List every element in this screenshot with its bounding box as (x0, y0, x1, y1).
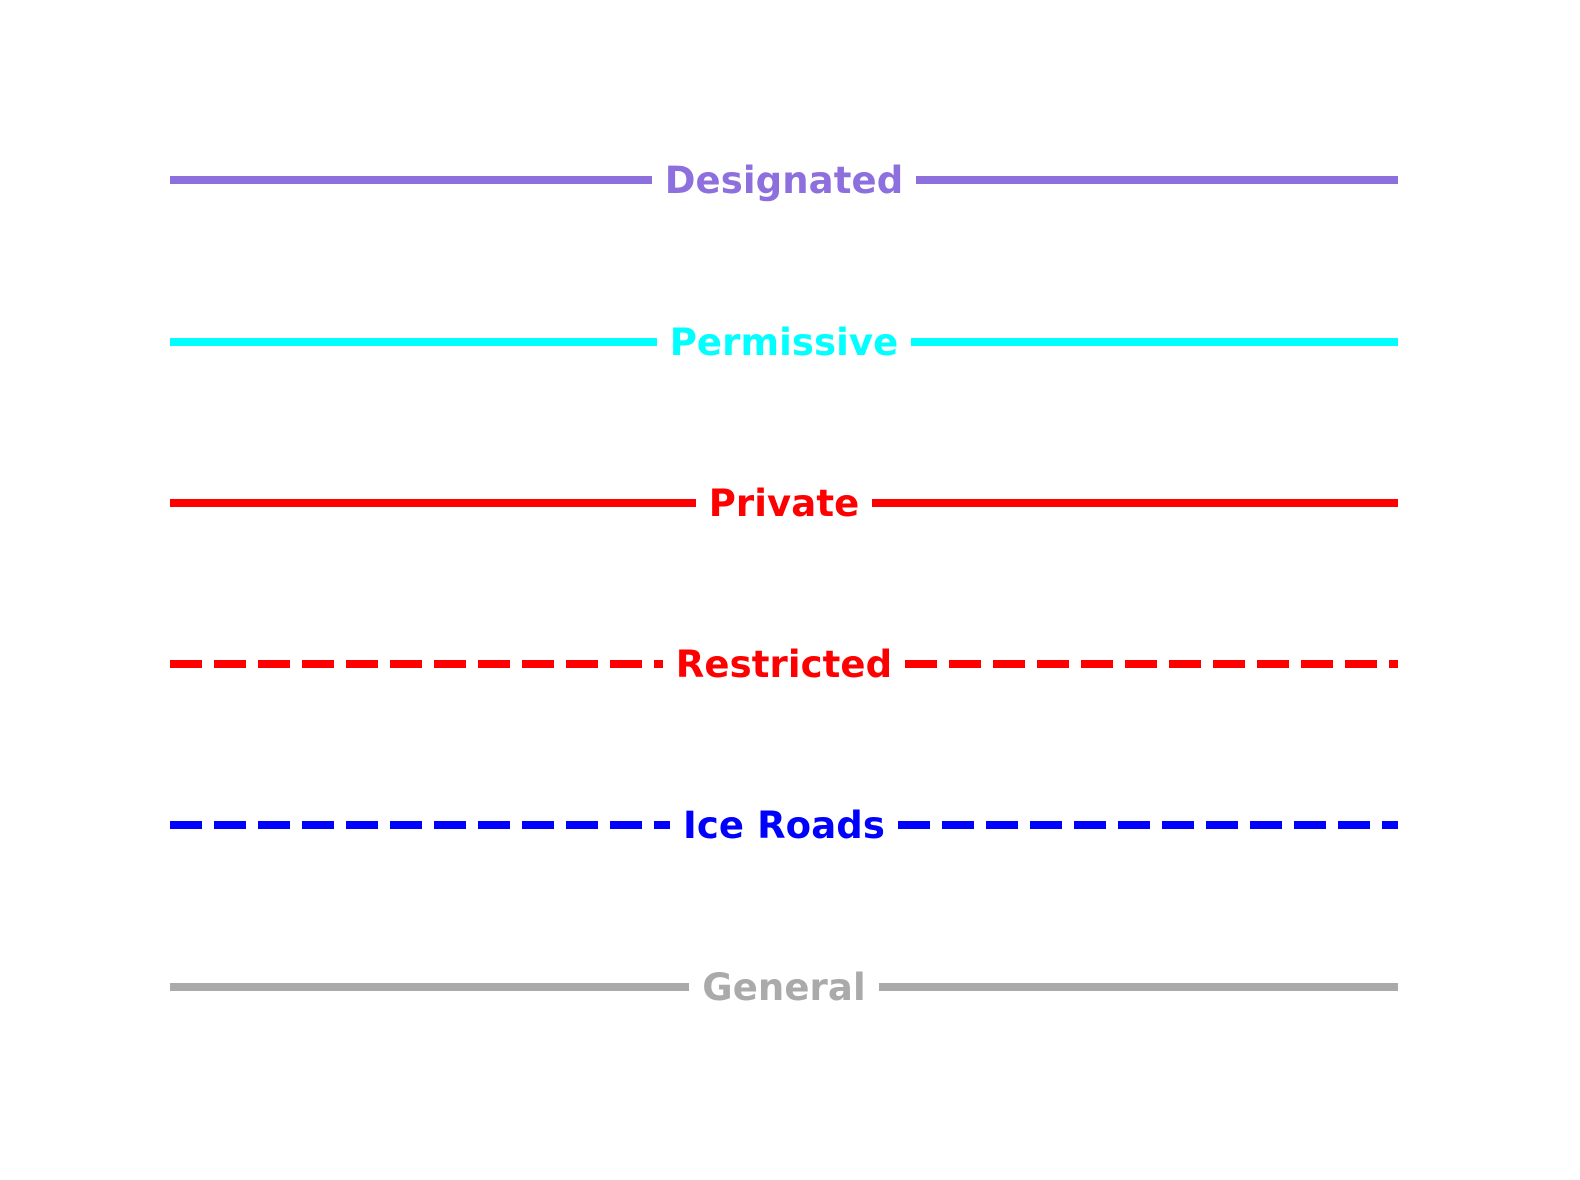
legend-label-designated: Designated (664, 158, 904, 202)
legend-line-left-permissive (170, 338, 657, 346)
legend-label-private: Private (708, 481, 860, 525)
legend-line-left-private (170, 499, 696, 507)
legend-line-left-general (170, 983, 690, 991)
legend-entry-private[interactable]: Private (170, 473, 1398, 533)
legend-label-general: General (702, 965, 866, 1009)
legend-entry-restricted[interactable]: Restricted (170, 634, 1398, 694)
legend-line-left-designated (170, 176, 652, 184)
legend-label-permissive: Permissive (669, 320, 899, 364)
legend-entry-designated[interactable]: Designated (170, 150, 1399, 210)
legend-line-right-designated (916, 176, 1399, 184)
legend-line-left-restricted (170, 660, 663, 668)
legend-line-right-ice-roads (897, 821, 1398, 829)
legend-label-ice-roads: Ice Roads (683, 803, 885, 847)
legend-line-right-general (878, 983, 1398, 991)
legend-line-right-permissive (911, 338, 1399, 346)
legend-label-restricted: Restricted (675, 642, 893, 686)
legend-entry-permissive[interactable]: Permissive (170, 312, 1399, 372)
legend-entry-ice-roads[interactable]: Ice Roads (170, 795, 1398, 855)
legend-line-right-restricted (905, 660, 1398, 668)
legend-entry-general[interactable]: General (170, 957, 1398, 1017)
legend-line-right-private (872, 499, 1398, 507)
legend-line-left-ice-roads (170, 821, 671, 829)
